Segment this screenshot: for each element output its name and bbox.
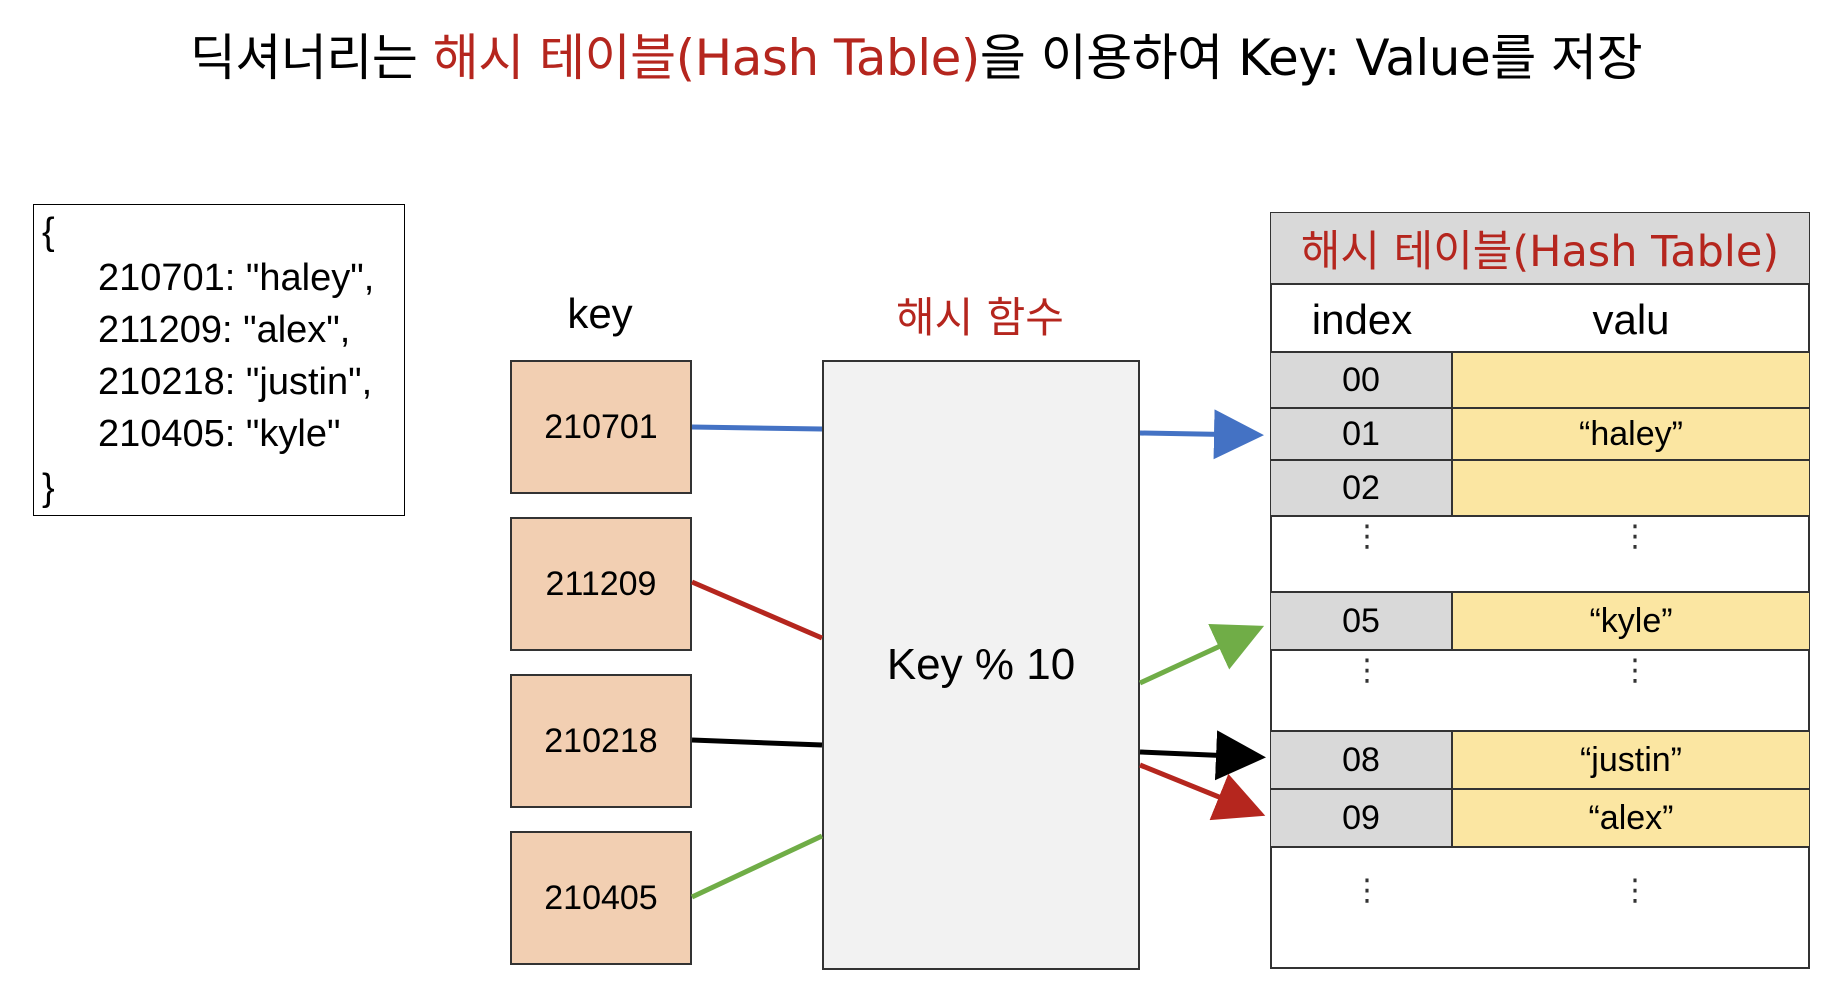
- title-highlight: 해시 테이블(Hash Table): [432, 29, 981, 87]
- table-value-cell: “kyle”: [1453, 591, 1809, 651]
- dict-line-1: 210701: "haley",: [98, 257, 375, 299]
- title-part2: 을 이용하여 Key: Value를 저장: [979, 29, 1643, 87]
- hash-table-title: 해시 테이블(Hash Table): [1271, 213, 1809, 285]
- hash-function-box: Key % 10: [822, 360, 1140, 970]
- arrow-210218-in: [691, 737, 823, 748]
- table-value-cell: [1453, 459, 1809, 517]
- arrow-210701-in: [691, 424, 823, 432]
- table-index-cell: 01: [1271, 407, 1453, 461]
- key-box: 210218: [510, 674, 692, 808]
- arrow-to-05: [1138, 624, 1265, 686]
- dict-line-3: 210218: "justin",: [98, 361, 373, 403]
- key-box: 210405: [510, 831, 692, 965]
- table-index-cell: 02: [1271, 459, 1453, 517]
- dict-line-4: 210405: "kyle": [98, 413, 341, 455]
- key-header: key: [567, 290, 633, 337]
- hash-function-label: 해시 함수: [896, 293, 1064, 342]
- arrow-to-01: [1139, 409, 1264, 460]
- table-value-cell: “alex”: [1453, 788, 1809, 848]
- title-part1: 딕셔너리는: [189, 29, 433, 87]
- key-box: 211209: [510, 517, 692, 651]
- hash-formula: Key % 10: [886, 640, 1076, 689]
- table-value-cell: “haley”: [1453, 407, 1809, 461]
- arrow-to-08: [1139, 730, 1266, 781]
- dict-open-brace: {: [42, 211, 55, 253]
- value-column-header: valu: [1592, 296, 1670, 343]
- table-index-cell: 09: [1271, 788, 1453, 848]
- page-title: 딕셔너리는 해시 테이블(Hash Table)을 이용하여 Key: Valu…: [0, 18, 1832, 90]
- arrow-210405-in: [690, 833, 824, 900]
- arrow-211209-in: [691, 579, 823, 641]
- dict-line-2: 211209: "alex",: [98, 309, 351, 351]
- key-box: 210701: [510, 360, 692, 494]
- table-value-cell: “justin”: [1453, 730, 1809, 790]
- index-column-header: index: [1311, 296, 1413, 343]
- arrow-to-09: [1139, 762, 1266, 821]
- dictionary-code-box: { 210701: "haley", 211209: "alex", 21021…: [33, 204, 405, 516]
- dict-close-brace: }: [42, 467, 55, 509]
- table-index-cell: 05: [1271, 591, 1453, 651]
